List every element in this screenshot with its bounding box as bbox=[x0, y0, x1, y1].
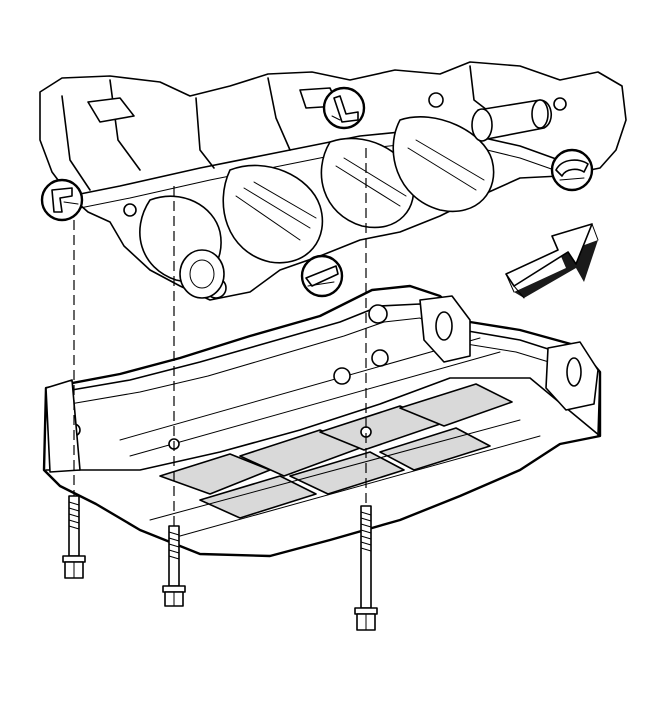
block-rib-mid bbox=[195, 97, 215, 169]
crankshaft bbox=[139, 99, 552, 299]
callout-left-detail bbox=[51, 187, 73, 213]
bolt-left bbox=[62, 495, 86, 579]
oil-pan-baffle-5 bbox=[199, 475, 317, 519]
front-arrow-edge bbox=[505, 223, 599, 299]
bolt-right-thread bbox=[360, 511, 372, 552]
callout-right-detail bbox=[555, 159, 589, 177]
crank-rear-journal-inner bbox=[189, 259, 215, 289]
oil-pan-rear-wall bbox=[45, 379, 81, 473]
bolt-left-flange bbox=[62, 555, 86, 563]
front-arrow-body bbox=[505, 223, 593, 287]
bolt-middle-flange bbox=[162, 585, 186, 593]
callout-top-detail-line bbox=[331, 115, 341, 121]
crank-counterweight-3 bbox=[320, 137, 415, 229]
oil-pan-boss-2 bbox=[371, 349, 389, 367]
oil-pan-baffle-4 bbox=[399, 383, 513, 427]
sealant-callout-circle-icon bbox=[300, 254, 344, 298]
crank-rear-journal bbox=[179, 249, 225, 299]
block-rib-right bbox=[267, 77, 291, 151]
block-window-1 bbox=[87, 97, 135, 123]
sealant-callout-circle-icon bbox=[322, 86, 366, 130]
oil-pan-flange-inner bbox=[69, 317, 579, 405]
crank-lobe-hatch-1 bbox=[235, 181, 317, 241]
bolt-middle-thread bbox=[168, 531, 180, 560]
crank-snout-end bbox=[531, 99, 549, 129]
oil-pan bbox=[42, 284, 602, 558]
oil-pan-baffle-6 bbox=[289, 451, 405, 495]
callout-circle-left bbox=[40, 178, 84, 222]
callout-left-detail-line bbox=[63, 201, 79, 205]
crank-snout-face bbox=[471, 108, 493, 142]
callout-center-detail bbox=[305, 265, 339, 287]
bolt-right-flange bbox=[354, 607, 378, 615]
block-bolt-hole-4 bbox=[123, 203, 137, 217]
front-direction-arrow-icon bbox=[505, 223, 599, 299]
oil-pan-front-ear-hole bbox=[435, 311, 453, 341]
block-flange-line bbox=[59, 127, 571, 199]
bolt-left-thread bbox=[68, 501, 80, 530]
oil-pan-boss-1 bbox=[368, 304, 388, 324]
block-bolt-hole-2 bbox=[553, 97, 567, 111]
oil-pan-baffle-7 bbox=[379, 427, 491, 471]
oil-pan-boss-3 bbox=[333, 367, 351, 385]
crank-lobe-hatch-2 bbox=[335, 157, 407, 207]
block-rib-left bbox=[61, 95, 91, 191]
alignment-lines bbox=[73, 148, 367, 528]
oil-pan-right-ear-hole bbox=[566, 357, 582, 387]
oil-pan-rib-lines bbox=[119, 337, 541, 537]
crank-lobe-hatch-3 bbox=[407, 139, 485, 191]
callout-top-detail bbox=[333, 95, 359, 123]
block-bolt-hole-1 bbox=[428, 92, 444, 108]
bolt-middle bbox=[162, 525, 186, 607]
callout-right-detail-line bbox=[559, 177, 585, 181]
bolt-right-shank bbox=[360, 505, 372, 609]
sealant-callout-circle-icon bbox=[40, 178, 84, 222]
sealant-callout-circle-icon bbox=[550, 148, 594, 192]
bolt-right bbox=[354, 505, 378, 631]
callout-center-detail-line bbox=[307, 281, 335, 287]
crank-counterweight-4 bbox=[392, 116, 495, 213]
